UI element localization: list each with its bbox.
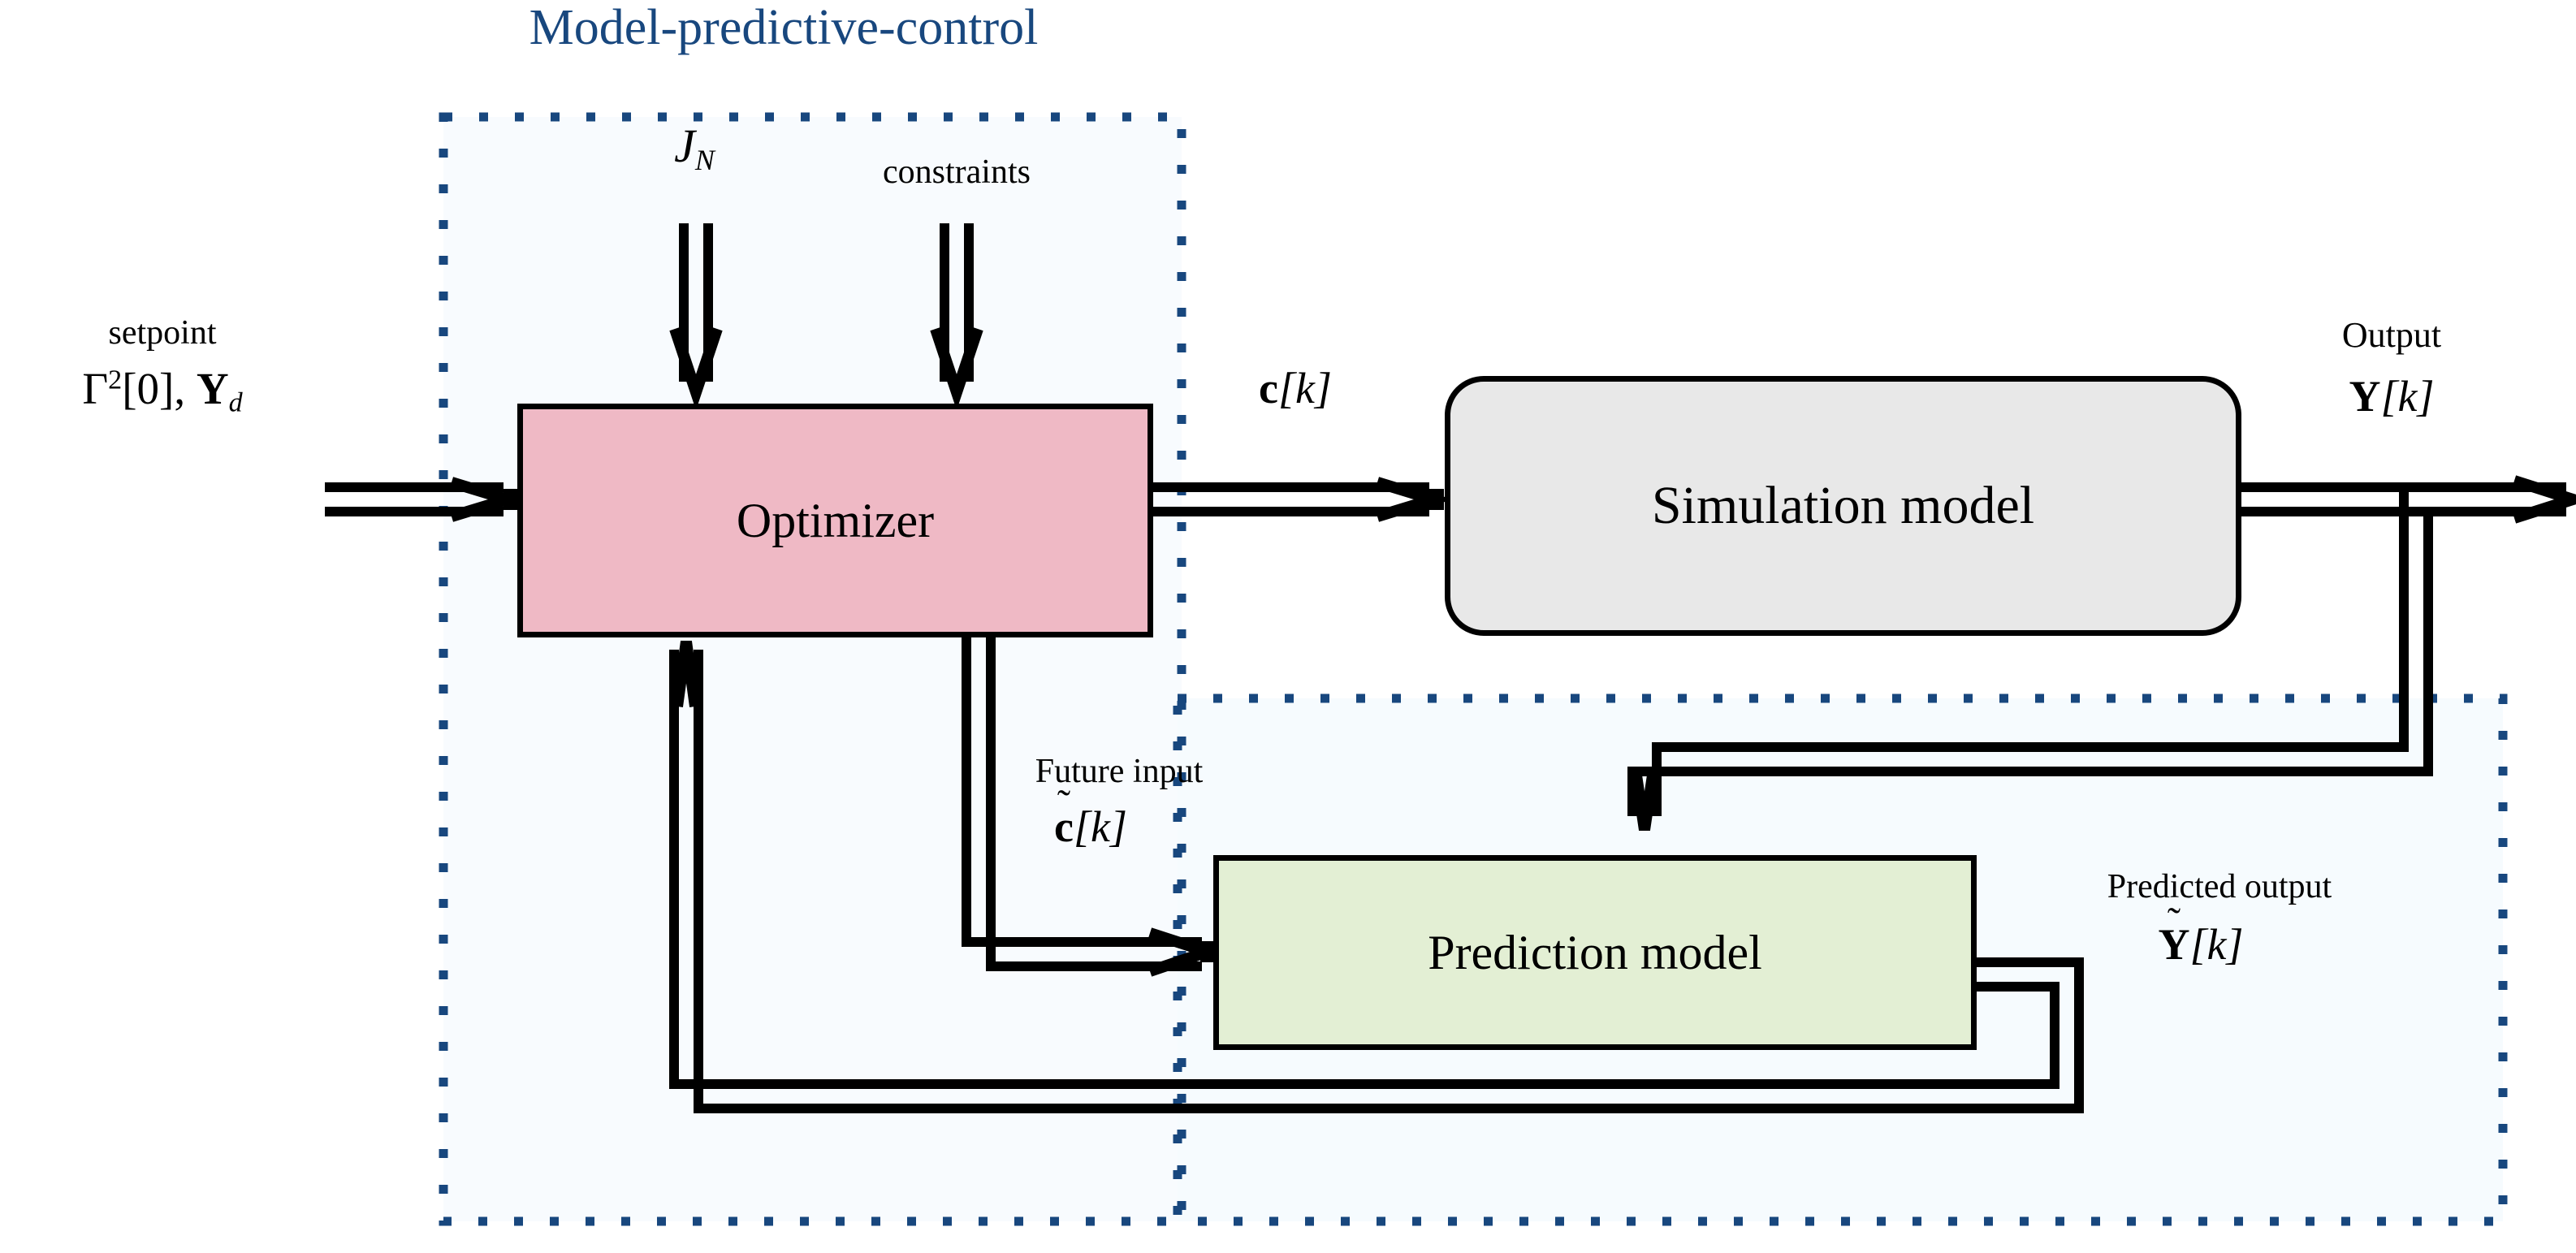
mpc-region-fill	[443, 117, 1182, 1221]
block-prediction-model[interactable]: Prediction model	[1213, 855, 1977, 1050]
output-k: [k]	[2380, 372, 2435, 421]
cost-function-label: JN	[674, 119, 715, 177]
block-optimizer[interactable]: Optimizer	[517, 404, 1153, 637]
arrow-optimizer-to-prediction	[962, 637, 1226, 977]
constraints-label: constraints	[883, 153, 1031, 191]
setpoint-Y: Y	[196, 364, 229, 413]
arrow-setpoint-to-optimizer	[325, 477, 528, 522]
future-input-tilde: ˜	[1057, 781, 1071, 826]
setpoint-exponent: 2	[108, 365, 123, 395]
control-signal-label: c[k]	[1259, 365, 1332, 412]
page-title: Model-predictive-control	[529, 0, 1039, 55]
output-caption: Output	[2341, 315, 2442, 355]
arrow-cost-to-optimizer	[669, 223, 723, 411]
arrow-optimizer-to-simulation	[1153, 477, 1454, 522]
arrow-prediction-to-optimizer-feedback	[669, 641, 2084, 1113]
setpoint-caption: setpoint	[108, 314, 217, 352]
arrow-output-to-prediction	[1627, 487, 2433, 832]
block-simulation-model-label: Simulation model	[1651, 476, 2035, 535]
setpoint-Y-sub: d	[228, 387, 243, 418]
output-Y: Y	[2349, 372, 2381, 421]
mpc-region-border	[439, 112, 1186, 1226]
block-optimizer-label: Optimizer	[736, 493, 935, 547]
setpoint-index: [0],	[122, 364, 197, 413]
control-c: c	[1259, 364, 1278, 413]
future-input-c: ˜c	[1054, 781, 1074, 851]
block-prediction-model-label: Prediction model	[1428, 925, 1762, 979]
setpoint-gamma: Γ	[82, 364, 109, 413]
setpoint-symbol: Γ2[0], Yd	[82, 365, 242, 417]
control-k: [k]	[1277, 364, 1332, 413]
block-simulation-model[interactable]: Simulation model	[1445, 376, 2241, 636]
cost-J: J	[674, 119, 695, 172]
predicted-output-symbol: ˜Y[k]	[2158, 899, 2244, 969]
predicted-output-Y: ˜Y	[2158, 899, 2190, 969]
cost-N: N	[694, 144, 715, 177]
predicted-output-tilde: ˜	[2167, 899, 2181, 944]
future-input-caption: Future input	[1035, 753, 1204, 790]
predicted-output-caption: Predicted output	[2107, 868, 2332, 905]
future-input-k: [k]	[1073, 802, 1127, 851]
arrow-constraints-to-optimizer	[930, 223, 983, 411]
predicted-output-k: [k]	[2189, 920, 2244, 969]
output-symbol: Y[k]	[2349, 374, 2435, 420]
future-input-symbol: ˜c[k]	[1054, 781, 1127, 851]
